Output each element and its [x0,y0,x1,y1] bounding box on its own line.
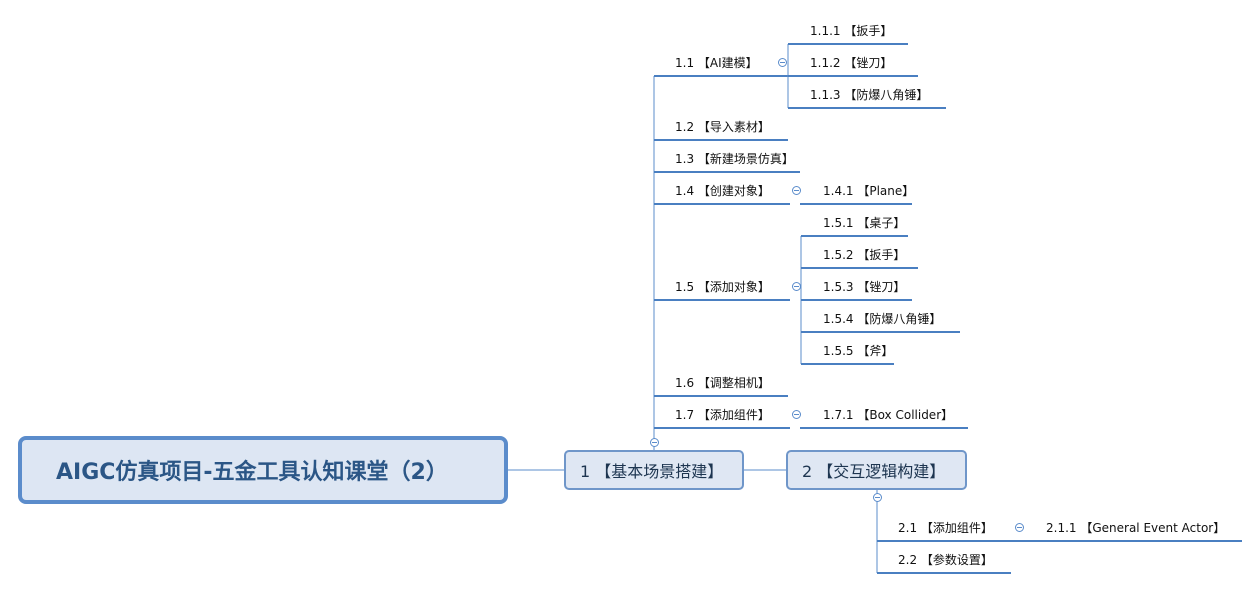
root-topic[interactable]: AIGC仿真项目-五金工具认知课堂（2） [18,436,508,504]
subtopic-1-1-3[interactable]: 1.1.3 【防爆八角锤】 [810,88,929,102]
subtopic-1-3[interactable]: 1.3 【新建场景仿真】 [675,152,794,166]
subtopic-1-5-4[interactable]: 1.5.4 【防爆八角锤】 [823,312,942,326]
subtopic-2-1-1[interactable]: 2.1.1 【General Event Actor】 [1046,521,1226,535]
subtopic-1-2[interactable]: 1.2 【导入素材】 [675,120,770,134]
subtopic-1-5-2[interactable]: 1.5.2 【扳手】 [823,248,906,262]
collapse-toggle-icon[interactable] [792,410,801,419]
subtopic-1-7-1[interactable]: 1.7.1 【Box Collider】 [823,408,954,422]
collapse-toggle-icon[interactable] [1015,523,1024,532]
subtopic-2-1[interactable]: 2.1 【添加组件】 [898,521,993,535]
main-topic-2[interactable]: 2 【交互逻辑构建】 [786,450,967,490]
main-topic-2-label: 2 【交互逻辑构建】 [802,462,946,481]
subtopic-1-4-1[interactable]: 1.4.1 【Plane】 [823,184,915,198]
subtopic-1-1-2[interactable]: 1.1.2 【锉刀】 [810,56,893,70]
collapse-toggle-icon[interactable] [650,438,659,447]
subtopic-1-6[interactable]: 1.6 【调整相机】 [675,376,770,390]
main-topic-1[interactable]: 1 【基本场景搭建】 [564,450,744,490]
subtopic-1-1-1[interactable]: 1.1.1 【扳手】 [810,24,893,38]
subtopic-1-5-5[interactable]: 1.5.5 【斧】 [823,344,894,358]
collapse-toggle-icon[interactable] [778,58,787,67]
main-topic-1-label: 1 【基本场景搭建】 [580,462,724,481]
subtopic-1-5-3[interactable]: 1.5.3 【锉刀】 [823,280,906,294]
collapse-toggle-icon[interactable] [873,493,882,502]
subtopic-1-4[interactable]: 1.4 【创建对象】 [675,184,770,198]
collapse-toggle-icon[interactable] [792,282,801,291]
collapse-toggle-icon[interactable] [792,186,801,195]
root-topic-label: AIGC仿真项目-五金工具认知课堂（2） [56,460,448,485]
subtopic-1-5-1[interactable]: 1.5.1 【桌子】 [823,216,906,230]
subtopic-1-7[interactable]: 1.7 【添加组件】 [675,408,770,422]
subtopic-2-2[interactable]: 2.2 【参数设置】 [898,553,993,567]
subtopic-1-5[interactable]: 1.5 【添加对象】 [675,280,770,294]
subtopic-1-1[interactable]: 1.1 【AI建模】 [675,56,758,70]
